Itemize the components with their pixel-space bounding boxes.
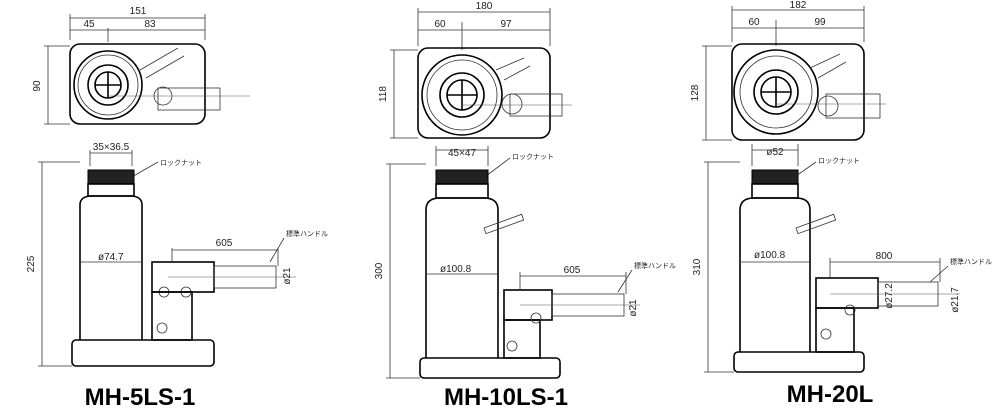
handle-diameter-dim: ø21	[282, 267, 293, 285]
handle-length-dim: 605	[216, 238, 233, 249]
top-view	[417, 47, 572, 139]
handle-label: 標準ハンドル	[634, 261, 676, 270]
handle-diameter-dim: ø21	[628, 299, 639, 317]
top-width-dim: 180	[476, 1, 493, 12]
side-view: 45×47 ロックナット ø100.8 300 605 標準ハンドル	[374, 146, 676, 379]
nut-size-dim: ø52	[766, 147, 784, 158]
lock-nut-label: ロックナット	[160, 159, 202, 167]
cylinder-diameter-dim: ø74.7	[98, 252, 124, 263]
figure-mh-5ls-1: 151 45 83 90	[26, 6, 328, 411]
top-view-dimensions: 151 45 83 90	[32, 6, 206, 125]
top-right-dim: 83	[144, 19, 156, 30]
top-height-dim: 118	[378, 86, 389, 102]
top-offset-dim: 60	[748, 17, 760, 28]
handle-label: 標準ハンドル	[950, 257, 992, 266]
lock-nut-label: ロックナット	[818, 157, 860, 165]
cylinder-diameter-dim: ø100.8	[440, 264, 472, 275]
handle-length-dim: 800	[876, 251, 893, 262]
figure-mh-10ls-1: 180 60 97 118 45	[374, 1, 676, 411]
top-offset-dim: 45	[83, 19, 95, 30]
top-width-dim: 182	[790, 0, 807, 11]
model-name: MH-5LS-1	[85, 384, 196, 411]
top-height-dim: 128	[690, 84, 701, 101]
top-offset-dim: 60	[434, 19, 446, 30]
side-view: 35×36.5 ロックナット ø74.7 225 605 標	[26, 142, 328, 367]
cylinder-diameter-dim: ø100.8	[754, 250, 786, 261]
height-dim: 300	[374, 262, 385, 279]
top-right-dim: 97	[500, 19, 512, 30]
lock-nut-label: ロックナット	[512, 153, 554, 161]
handle-label: 標準ハンドル	[286, 229, 328, 238]
nut-size-dim: 45×47	[448, 148, 477, 159]
lock-nut	[435, 169, 489, 185]
lock-nut	[751, 169, 799, 185]
lock-nut	[87, 169, 135, 185]
top-view	[731, 43, 886, 141]
top-right-dim: 99	[814, 17, 826, 28]
figure-mh-20l: 182 60 99 128 ø5	[690, 0, 992, 408]
handle-diameter-2-dim: ø27.2	[884, 283, 895, 309]
top-height-dim: 90	[32, 80, 43, 92]
model-name: MH-10LS-1	[444, 384, 568, 411]
height-dim: 225	[26, 255, 37, 272]
top-width-dim: 151	[130, 6, 147, 17]
side-view: ø52 ロックナット ø100.8 310 800 標準ハンドル	[692, 144, 992, 373]
top-view-dimensions: 182 60 99 128	[690, 0, 865, 141]
height-dim: 310	[692, 258, 703, 275]
handle-diameter-dim: ø21.7	[950, 287, 961, 313]
top-view	[69, 43, 250, 125]
handle-length-dim: 605	[564, 265, 581, 276]
nut-size-dim: 35×36.5	[93, 142, 130, 153]
model-name: MH-20L	[787, 381, 874, 408]
top-view-dimensions: 180 60 97 118	[378, 1, 551, 139]
